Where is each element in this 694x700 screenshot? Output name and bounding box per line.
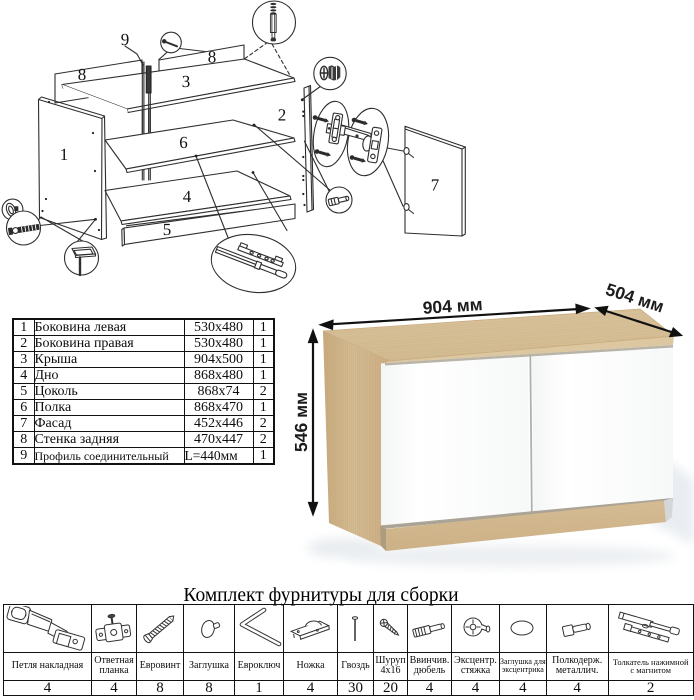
svg-text:1: 1: [60, 145, 69, 164]
svg-text:3: 3: [182, 72, 191, 91]
svg-text:8: 8: [78, 65, 87, 84]
svg-text:6: 6: [179, 133, 188, 152]
svg-text:4: 4: [183, 187, 192, 206]
svg-text:2: 2: [278, 106, 287, 125]
svg-text:9: 9: [121, 30, 130, 49]
svg-text:904 мм: 904 мм: [422, 294, 483, 318]
svg-text:8: 8: [208, 48, 217, 67]
svg-text:546 мм: 546 мм: [291, 392, 311, 452]
svg-text:7: 7: [431, 176, 440, 195]
svg-text:5: 5: [163, 220, 172, 239]
